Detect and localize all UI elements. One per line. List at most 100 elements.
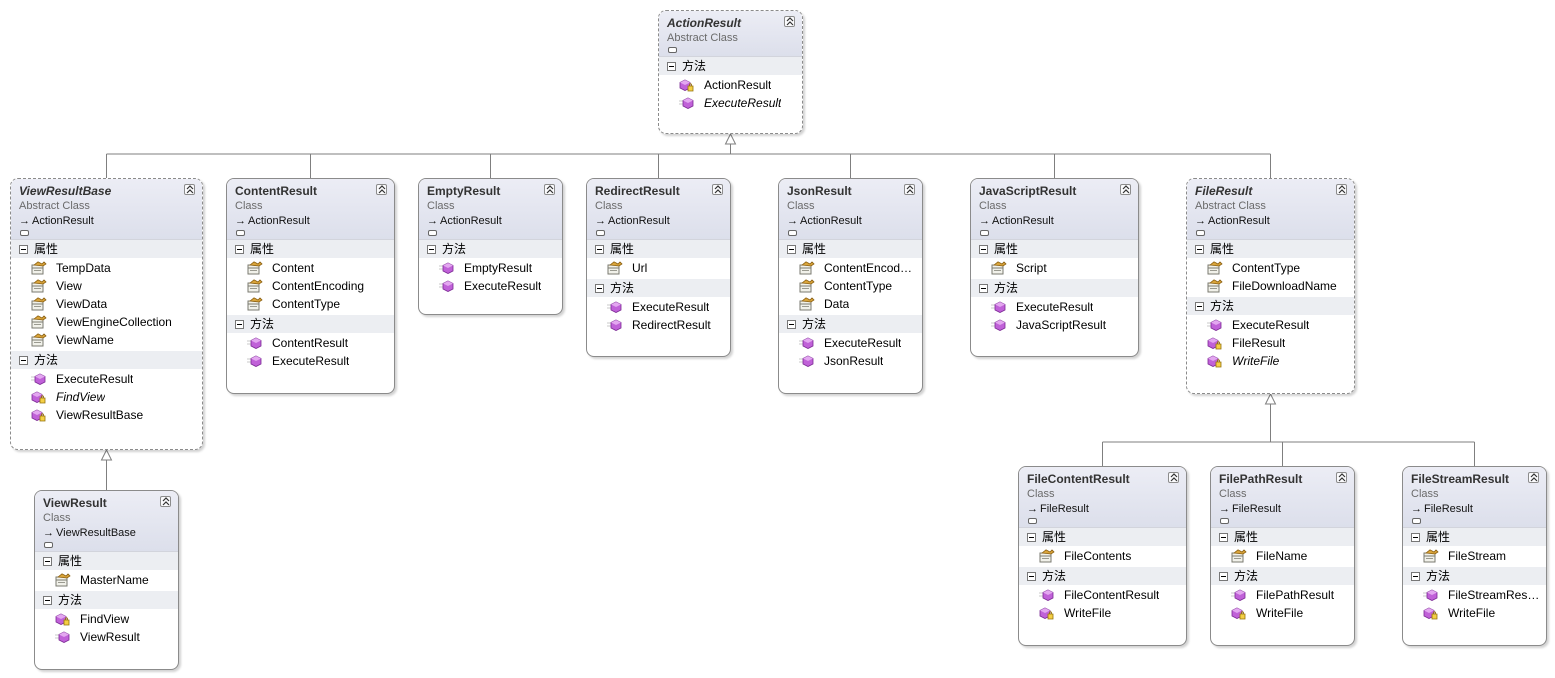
- property-item[interactable]: ContentType: [1187, 259, 1354, 277]
- property-item[interactable]: MasterName: [35, 571, 178, 589]
- property-item[interactable]: FileDownloadName: [1187, 277, 1354, 295]
- property-item[interactable]: Url: [587, 259, 730, 277]
- method-item[interactable]: WriteFile: [1019, 604, 1186, 622]
- collapse-minus-icon[interactable]: [1411, 532, 1420, 542]
- property-item[interactable]: ContentEncoding: [227, 277, 394, 295]
- methods-section-header[interactable]: 方法: [1403, 567, 1546, 585]
- properties-section-header[interactable]: 属性: [227, 240, 394, 258]
- collapse-minus-icon[interactable]: [979, 244, 988, 254]
- method-item[interactable]: ExecuteResult: [971, 298, 1138, 316]
- collapse-chevron-icon[interactable]: [712, 184, 723, 195]
- properties-section-header[interactable]: 属性: [11, 240, 202, 258]
- method-item[interactable]: WriteFile: [1211, 604, 1354, 622]
- collapse-minus-icon[interactable]: [787, 319, 796, 329]
- properties-section-header[interactable]: 属性: [971, 240, 1138, 258]
- collapse-minus-icon[interactable]: [1219, 571, 1228, 581]
- properties-section-header[interactable]: 属性: [1403, 528, 1546, 546]
- method-item[interactable]: EmptyResult: [419, 259, 562, 277]
- method-item[interactable]: ViewResultBase: [11, 406, 202, 424]
- method-item[interactable]: FileContentResult: [1019, 586, 1186, 604]
- properties-section-header[interactable]: 属性: [587, 240, 730, 258]
- method-item[interactable]: ExecuteResult: [659, 94, 802, 112]
- property-item[interactable]: FileName: [1211, 547, 1354, 565]
- methods-section-header[interactable]: 方法: [1187, 297, 1354, 315]
- collapse-chevron-icon[interactable]: [1336, 184, 1347, 195]
- property-item[interactable]: ContentType: [779, 277, 922, 295]
- property-item[interactable]: FileContents: [1019, 547, 1186, 565]
- collapse-chevron-icon[interactable]: [1528, 472, 1539, 483]
- method-item[interactable]: ExecuteResult: [587, 298, 730, 316]
- collapse-minus-icon[interactable]: [1027, 571, 1036, 581]
- collapse-chevron-icon[interactable]: [1120, 184, 1131, 195]
- collapse-chevron-icon[interactable]: [1336, 472, 1347, 483]
- methods-section-header[interactable]: 方法: [659, 57, 802, 75]
- collapse-minus-icon[interactable]: [19, 355, 28, 365]
- collapse-minus-icon[interactable]: [595, 244, 604, 254]
- method-item[interactable]: ExecuteResult: [11, 370, 202, 388]
- collapse-chevron-icon[interactable]: [376, 184, 387, 195]
- property-item[interactable]: Script: [971, 259, 1138, 277]
- collapse-minus-icon[interactable]: [1219, 532, 1228, 542]
- methods-section-header[interactable]: 方法: [1211, 567, 1354, 585]
- methods-section-header[interactable]: 方法: [419, 240, 562, 258]
- collapse-minus-icon[interactable]: [235, 319, 244, 329]
- properties-section-header[interactable]: 属性: [1187, 240, 1354, 258]
- properties-section-header[interactable]: 属性: [1019, 528, 1186, 546]
- method-item[interactable]: ExecuteResult: [1187, 316, 1354, 334]
- collapse-chevron-icon[interactable]: [544, 184, 555, 195]
- collapse-minus-icon[interactable]: [667, 61, 676, 71]
- method-item[interactable]: ExecuteResult: [419, 277, 562, 295]
- method-item[interactable]: WriteFile: [1187, 352, 1354, 370]
- property-item[interactable]: Data: [779, 295, 922, 313]
- method-item[interactable]: ExecuteResult: [779, 334, 922, 352]
- property-item[interactable]: TempData: [11, 259, 202, 277]
- collapse-minus-icon[interactable]: [1411, 571, 1420, 581]
- properties-section-header[interactable]: 属性: [35, 552, 178, 570]
- collapse-minus-icon[interactable]: [1195, 301, 1204, 311]
- collapse-minus-icon[interactable]: [43, 556, 52, 566]
- method-item[interactable]: FindView: [35, 610, 178, 628]
- method-item[interactable]: FindView: [11, 388, 202, 406]
- method-item[interactable]: ExecuteResult: [227, 352, 394, 370]
- methods-section-header[interactable]: 方法: [35, 591, 178, 609]
- collapse-minus-icon[interactable]: [979, 283, 988, 293]
- methods-section-header[interactable]: 方法: [971, 279, 1138, 297]
- method-item[interactable]: JavaScriptResult: [971, 316, 1138, 334]
- methods-section-header[interactable]: 方法: [227, 315, 394, 333]
- methods-section-header[interactable]: 方法: [11, 351, 202, 369]
- properties-section-header[interactable]: 属性: [1211, 528, 1354, 546]
- method-item[interactable]: ViewResult: [35, 628, 178, 646]
- collapse-chevron-icon[interactable]: [784, 16, 795, 27]
- property-item[interactable]: ViewEngineCollection: [11, 313, 202, 331]
- property-item[interactable]: ViewData: [11, 295, 202, 313]
- collapse-chevron-icon[interactable]: [1168, 472, 1179, 483]
- collapse-minus-icon[interactable]: [787, 244, 796, 254]
- collapse-minus-icon[interactable]: [235, 244, 244, 254]
- methods-section-header[interactable]: 方法: [1019, 567, 1186, 585]
- property-item[interactable]: View: [11, 277, 202, 295]
- collapse-chevron-icon[interactable]: [904, 184, 915, 195]
- method-item[interactable]: WriteFile: [1403, 604, 1546, 622]
- property-item[interactable]: FileStream: [1403, 547, 1546, 565]
- method-item[interactable]: ContentResult: [227, 334, 394, 352]
